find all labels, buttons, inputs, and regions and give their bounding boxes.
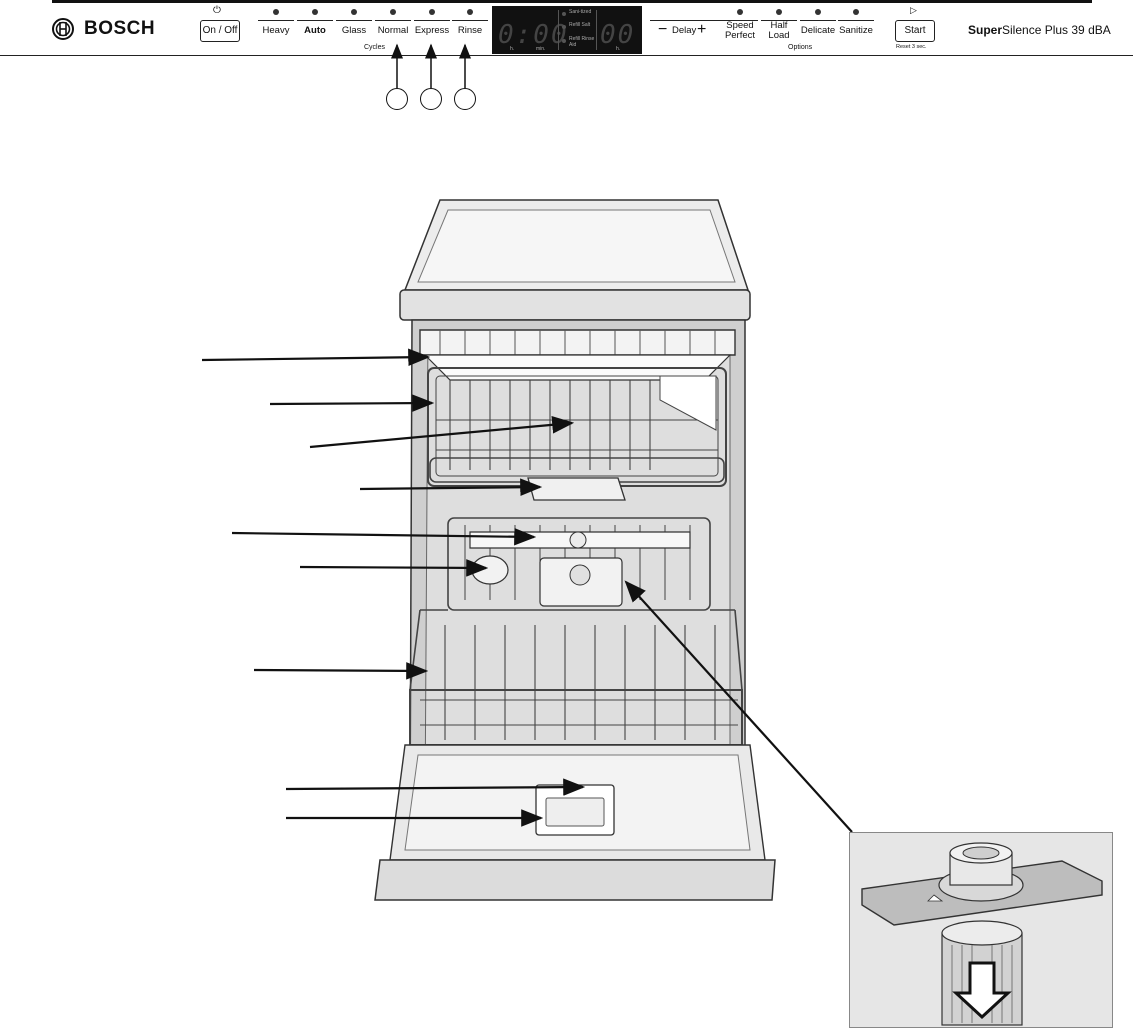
cycle-led-express <box>429 9 435 15</box>
time-display: 0:00 <box>498 20 569 50</box>
cycle-button-glass[interactable]: Glass <box>336 20 372 41</box>
delay-label: Delay <box>672 25 697 36</box>
sanitized-led <box>562 12 566 16</box>
dishwasher-top <box>399 199 751 321</box>
delay-minus-button[interactable]: − <box>658 21 668 38</box>
status-display: 0:00 h. min. Sani-tized Refill Salt Refi… <box>492 6 642 54</box>
cycle-led-rinse <box>467 9 473 15</box>
filter-detail-inset <box>849 832 1113 1028</box>
cycles-label: Cycles <box>364 44 386 51</box>
cycle-button-heavy[interactable]: Heavy <box>258 20 294 41</box>
option-led-4 <box>853 9 859 15</box>
option-led-2 <box>776 9 782 15</box>
refill-salt-indicator: Refill Salt <box>569 22 591 28</box>
cycle-button-auto[interactable]: Auto <box>297 20 333 41</box>
detergent-dispenser <box>535 784 615 836</box>
option-line1: Delicate <box>800 25 836 36</box>
callout-circle-3 <box>454 88 476 110</box>
filter-system <box>539 557 623 607</box>
arrow-down-icon <box>952 961 1012 1020</box>
cycle-button-rinse[interactable]: Rinse <box>452 20 488 41</box>
unit-h2-label: h. <box>616 46 621 52</box>
third-rack <box>419 329 736 381</box>
option-led-3 <box>815 9 821 15</box>
model-name-bold: Super <box>968 23 1003 37</box>
refill-rinse-aid-indicator: Refill Rinse Aid <box>569 36 595 48</box>
option-line1: Half <box>770 20 788 31</box>
brand: BOSCH <box>52 16 155 42</box>
panel-callout-arrows <box>391 43 471 88</box>
sanitized-indicator: Sani-tized <box>569 9 592 15</box>
option-button-3[interactable]: Delicate <box>800 20 836 41</box>
refill-salt-led <box>562 25 566 29</box>
cycle-led-normal <box>390 9 396 15</box>
model-name: SuperSilence Plus 39 dBA <box>968 23 1111 37</box>
option-line2: Perfect <box>724 30 756 41</box>
refill-rinse-aid-led <box>562 39 566 43</box>
cycle-led-heavy <box>273 9 279 15</box>
delay-plus-button[interactable]: + <box>697 21 707 38</box>
callout-circle-2 <box>420 88 442 110</box>
options-label: Options <box>788 44 813 51</box>
unit-h-label: h. <box>510 46 515 52</box>
upper-spray-arm <box>527 477 626 501</box>
option-line1: Sanitize <box>839 25 873 36</box>
cycle-button-express[interactable]: Express <box>414 20 450 41</box>
option-led-1 <box>737 9 743 15</box>
reset-hint: Reset 3 sec. <box>896 44 927 50</box>
display-divider <box>558 10 559 50</box>
play-icon: ▷ <box>910 5 917 15</box>
option-line1: Speed <box>726 20 754 31</box>
brand-name: BOSCH <box>84 18 156 39</box>
hours-display: 00 <box>600 20 636 50</box>
filter-detail-drawing <box>861 842 1103 1026</box>
on-off-button[interactable]: On / Off <box>200 20 240 42</box>
salt-container-cap <box>471 555 509 585</box>
model-name-rest: Silence Plus 39 dBA <box>1002 23 1111 37</box>
cycle-led-glass <box>351 9 357 15</box>
cycle-led-auto <box>312 9 318 15</box>
display-divider-2 <box>596 10 597 50</box>
option-button-4[interactable]: Sanitize <box>838 20 874 41</box>
power-icon: ⏻ <box>213 5 221 16</box>
delay-control <box>650 20 740 41</box>
option-line2: Load <box>768 30 790 41</box>
callout-circle-1 <box>386 88 408 110</box>
cycle-button-normal[interactable]: Normal <box>375 20 411 41</box>
start-button[interactable]: Start <box>895 20 935 42</box>
unit-min-label: min. <box>536 46 546 52</box>
lower-spray-arm <box>469 531 691 549</box>
bosch-logo-icon <box>52 18 74 40</box>
panel-top-line <box>52 0 1092 3</box>
component-pointer-arrows <box>201 348 853 833</box>
